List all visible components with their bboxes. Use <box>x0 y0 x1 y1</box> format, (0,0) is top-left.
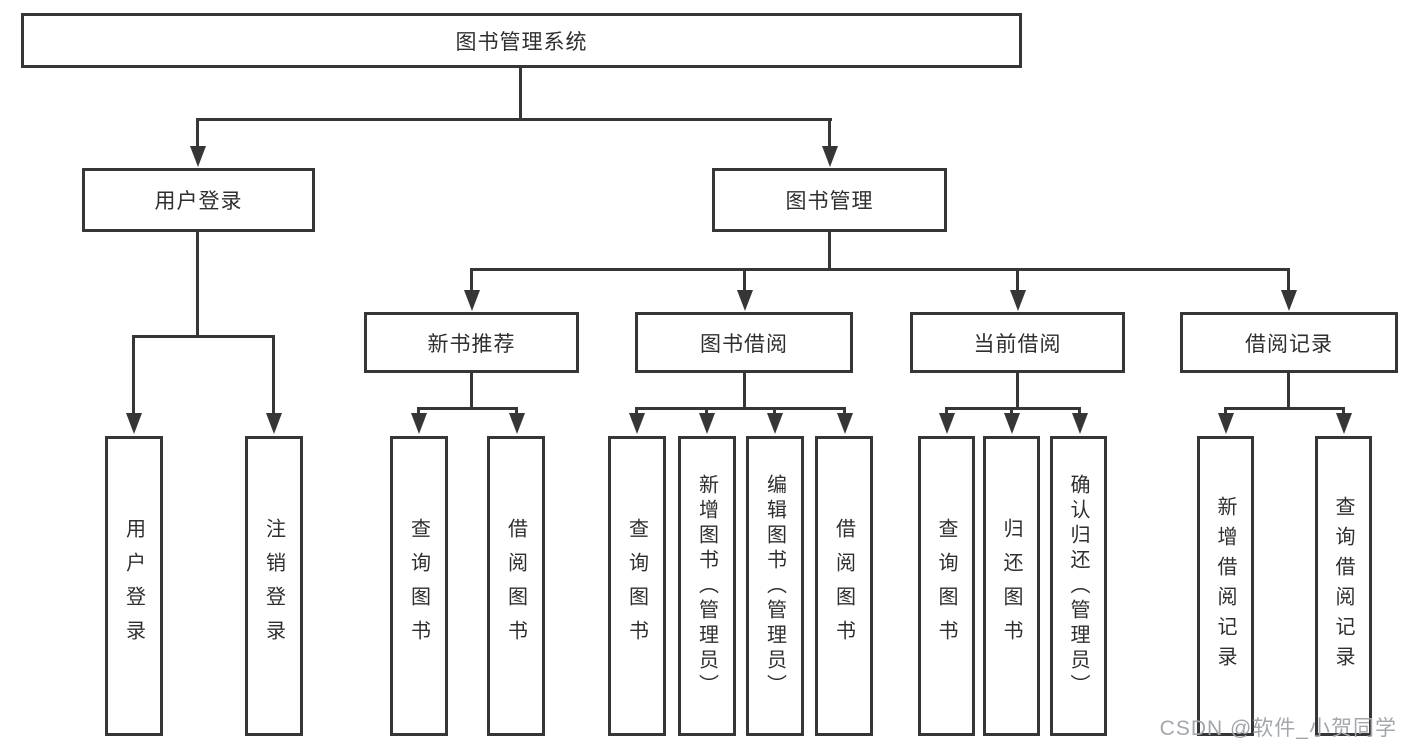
connector-arrowhead <box>767 413 783 434</box>
connector-line <box>635 407 846 410</box>
connector-arrowhead <box>1072 413 1088 434</box>
leaf-query-borrowing-record: 查询借阅记录 <box>1315 436 1372 736</box>
leaf-return-books: 归还图书 <box>983 436 1040 736</box>
connector-arrowhead <box>190 146 206 167</box>
node-current-borrowing: 当前借阅 <box>910 312 1125 373</box>
connector-arrowhead <box>737 290 753 311</box>
connector-arrowhead <box>1010 290 1026 311</box>
connector-line <box>843 407 846 415</box>
csdn-watermark: CSDN @软件_小贺同学 <box>1159 717 1397 740</box>
connector-arrowhead <box>837 413 853 434</box>
connector-line <box>417 407 518 410</box>
connector-line <box>828 232 831 270</box>
node-library-management-system: 图书管理系统 <box>21 13 1022 68</box>
leaf-borrow-books: 借阅图书 <box>815 436 873 736</box>
connector-line <box>196 118 832 121</box>
connector-line <box>635 407 638 415</box>
connector-arrowhead <box>699 413 715 434</box>
node-borrowing-records: 借阅记录 <box>1180 312 1398 373</box>
connector-line <box>519 68 522 120</box>
node-book-management: 图书管理 <box>712 168 947 232</box>
connector-line <box>1016 268 1019 291</box>
connector-line <box>1287 268 1290 291</box>
leaf-confirm-return-admin: 确认归还（管理员） <box>1050 436 1107 736</box>
connector-line <box>417 407 420 415</box>
connector-line <box>945 407 1081 410</box>
connector-line <box>1016 373 1019 409</box>
connector-line <box>470 268 1290 271</box>
connector-line <box>132 335 135 414</box>
leaf-add-borrowing-record: 新增借阅记录 <box>1197 436 1254 736</box>
leaf-query-books: 查询图书 <box>918 436 975 736</box>
connector-arrowhead <box>266 413 282 434</box>
connector-arrowhead <box>464 290 480 311</box>
leaf-logout-login: 注销登录 <box>245 436 303 736</box>
node-new-book-recommendation: 新书推荐 <box>364 312 579 373</box>
connector-line <box>945 407 948 415</box>
connector-line <box>272 335 275 414</box>
leaf-edit-books-admin: 编辑图书（管理员） <box>746 436 804 736</box>
connector-line <box>1224 407 1345 410</box>
connector-line <box>1224 407 1227 415</box>
connector-line <box>1010 407 1013 415</box>
connector-line <box>743 268 746 291</box>
connector-arrowhead <box>411 413 427 434</box>
leaf-borrow-books: 借阅图书 <box>487 436 545 736</box>
connector-line <box>1287 373 1290 409</box>
node-book-borrowing: 图书借阅 <box>635 312 853 373</box>
connector-line <box>470 268 473 291</box>
connector-line <box>705 407 708 415</box>
connector-arrowhead <box>822 146 838 167</box>
leaf-query-books: 查询图书 <box>390 436 448 736</box>
connector-line <box>1342 407 1345 415</box>
connector-arrowhead <box>126 413 142 434</box>
connector-line <box>828 118 831 147</box>
leaf-user-login: 用户登录 <box>105 436 163 736</box>
connector-line <box>1078 407 1081 415</box>
connector-arrowhead <box>1004 413 1020 434</box>
connector-line <box>743 373 746 409</box>
connector-line <box>132 335 275 338</box>
connector-arrowhead <box>629 413 645 434</box>
leaf-add-books-admin: 新增图书（管理员） <box>678 436 736 736</box>
connector-arrowhead <box>1336 413 1352 434</box>
connector-line <box>196 232 199 337</box>
connector-arrowhead <box>939 413 955 434</box>
connector-arrowhead <box>1218 413 1234 434</box>
connector-arrowhead <box>509 413 525 434</box>
leaf-query-books: 查询图书 <box>608 436 666 736</box>
connector-line <box>196 118 199 147</box>
connector-line <box>773 407 776 415</box>
connector-line <box>470 373 473 409</box>
node-user-login: 用户登录 <box>82 168 315 232</box>
connector-line <box>515 407 518 415</box>
connector-arrowhead <box>1281 290 1297 311</box>
